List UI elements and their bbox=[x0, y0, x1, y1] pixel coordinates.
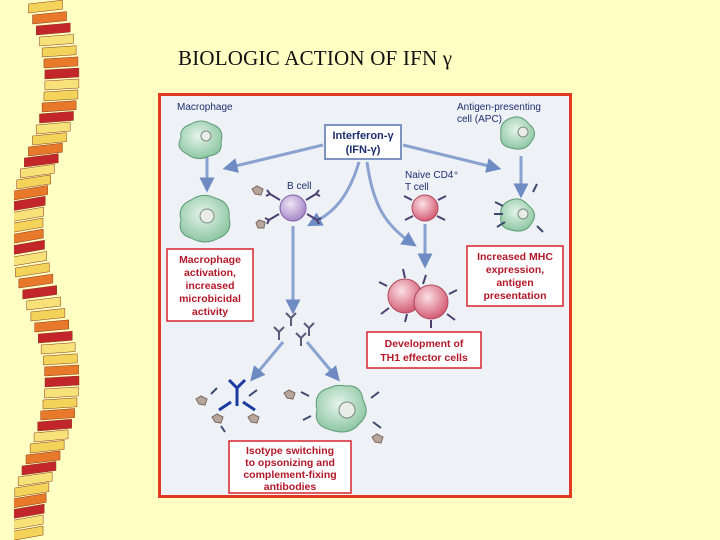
slide-title: BIOLOGIC ACTION OF IFN γ bbox=[178, 46, 453, 70]
ribbon-segment bbox=[14, 217, 44, 233]
ribbon-segment bbox=[44, 78, 80, 91]
macrophage-activation-line3: increased bbox=[185, 280, 234, 292]
arrow-to-apc bbox=[402, 143, 502, 173]
ribbon-segment bbox=[37, 418, 72, 432]
ribbon-segment bbox=[14, 206, 44, 222]
ribbon-segment bbox=[42, 397, 78, 410]
ribbon-segment bbox=[21, 461, 57, 476]
apc-cell-top bbox=[500, 116, 535, 150]
ribbon-segment bbox=[20, 163, 55, 179]
b-cell-label: B cell bbox=[287, 181, 311, 192]
ribbon-segment bbox=[16, 174, 51, 190]
macrophage-activation-box: Macrophage activation, increased microbi… bbox=[166, 248, 254, 322]
macrophage-cell-top bbox=[178, 120, 223, 160]
ribbon-segment bbox=[32, 11, 67, 25]
ribbon-segment bbox=[17, 471, 53, 487]
ribbon-segment bbox=[33, 429, 69, 443]
arrow-to-antibody-left bbox=[250, 341, 285, 382]
mhc-expression-line4: presentation bbox=[483, 290, 546, 302]
ribbon-segment bbox=[28, 142, 63, 157]
ribbon-segment bbox=[43, 89, 79, 102]
macrophage-label: Macrophage bbox=[177, 102, 233, 113]
macrophage-activation-line5: activity bbox=[192, 306, 228, 318]
antibodies-cluster bbox=[273, 312, 315, 346]
macrophage-activation-line4: microbicidal bbox=[179, 293, 241, 305]
interferon-gamma-box: Interferon-γ (IFN-γ) bbox=[324, 124, 402, 160]
ribbon-segment bbox=[44, 386, 79, 399]
ribbon-segment bbox=[35, 121, 71, 135]
ribbon-segment bbox=[40, 408, 75, 421]
macrophage-activation-line1: Macrophage bbox=[179, 254, 241, 266]
arrow-to-macrophage bbox=[222, 143, 324, 173]
ribbon-segment bbox=[14, 514, 44, 530]
ifn-gamma-figure: Macrophage Antigen-presenting cell (APC)… bbox=[158, 93, 572, 498]
ribbon-segment bbox=[14, 525, 44, 540]
ribbon-segment bbox=[14, 503, 45, 519]
macrophage-activation-line2: activation, bbox=[184, 267, 236, 279]
ribbon-segment bbox=[30, 308, 66, 322]
ribbon-segment bbox=[34, 319, 70, 333]
macrophage-cell-activated bbox=[179, 194, 231, 243]
mhc-expression-line2: expression, bbox=[486, 264, 544, 276]
ribbon-segment bbox=[18, 273, 54, 289]
naive-t-cell-label-line1: Naive CD4⁺ bbox=[405, 170, 459, 181]
th1-effector-cells bbox=[378, 268, 458, 328]
isotype-switching-line2: to opsonizing and bbox=[245, 457, 335, 469]
ribbon-segment bbox=[40, 342, 76, 355]
ribbon-segment bbox=[15, 262, 50, 278]
ribbon-segment bbox=[14, 195, 46, 211]
isotype-switching-box: Isotype switching to opsonizing and comp… bbox=[228, 440, 352, 494]
arrow-to-t-cell bbox=[365, 161, 417, 247]
naive-t-cell bbox=[403, 194, 447, 222]
ribbon-segment bbox=[44, 375, 80, 388]
isotype-switching-line1: Isotype switching bbox=[246, 445, 334, 457]
ribbon-segment bbox=[14, 482, 50, 498]
ribbon-segment bbox=[43, 56, 79, 69]
ribbon-segment bbox=[39, 111, 74, 124]
th1-development-box: Development of TH1 effector cells bbox=[366, 331, 482, 369]
mhc-expression-box: Increased MHC expression, antigen presen… bbox=[466, 245, 564, 307]
ribbon-segment bbox=[44, 67, 80, 80]
ribbon-segment bbox=[39, 34, 74, 47]
ribbon-segment bbox=[26, 296, 62, 311]
decorative-ribbon bbox=[14, 0, 80, 540]
ribbon-segment bbox=[22, 285, 57, 300]
th1-development-line2: TH1 effector cells bbox=[380, 352, 468, 364]
th1-development-line1: Development of bbox=[385, 338, 464, 350]
mhc-expression-line1: Increased MHC bbox=[477, 251, 553, 263]
ribbon-segment bbox=[43, 353, 78, 366]
mhc-expression-line3: antigen bbox=[496, 277, 533, 289]
apc-cell-bottom bbox=[494, 183, 544, 233]
ribbon-segment bbox=[25, 450, 61, 465]
ribbon-segment bbox=[29, 440, 65, 454]
isotype-switching-line4: antibodies bbox=[264, 481, 317, 493]
ribbon-segment bbox=[38, 330, 73, 344]
ribbon-segment bbox=[36, 22, 71, 36]
ribbon-segment bbox=[14, 251, 47, 267]
ribbon-segment bbox=[14, 228, 44, 244]
arrow-to-b-cell bbox=[307, 161, 361, 227]
macrophage-cell-bottom bbox=[283, 384, 384, 444]
ribbon-segment bbox=[44, 364, 79, 377]
ifn-gamma-diagram: Macrophage Antigen-presenting cell (APC)… bbox=[161, 96, 569, 495]
isotype-switching-line3: complement-fixing bbox=[243, 469, 336, 481]
ribbon-segment bbox=[14, 493, 47, 508]
b-cell bbox=[251, 185, 322, 229]
arrow-to-antibody-right bbox=[305, 341, 340, 382]
apc-label-line2: cell (APC) bbox=[457, 114, 502, 125]
ribbon-segment bbox=[14, 185, 48, 201]
arrows bbox=[199, 143, 529, 382]
interferon-gamma-line1: Interferon-γ bbox=[332, 130, 394, 142]
ribbon-segment bbox=[24, 153, 59, 168]
ribbon-segment bbox=[28, 0, 63, 14]
ribbon-segment bbox=[32, 132, 67, 146]
naive-t-cell-label-line2: T cell bbox=[405, 182, 429, 193]
interferon-gamma-line2: (IFN-γ) bbox=[346, 144, 381, 156]
ribbon-segment bbox=[41, 100, 77, 113]
ribbon-segment bbox=[14, 239, 45, 255]
apc-label-line1: Antigen-presenting bbox=[457, 102, 541, 113]
ribbon-segment bbox=[41, 45, 77, 58]
antibody-complex-left bbox=[195, 378, 260, 433]
